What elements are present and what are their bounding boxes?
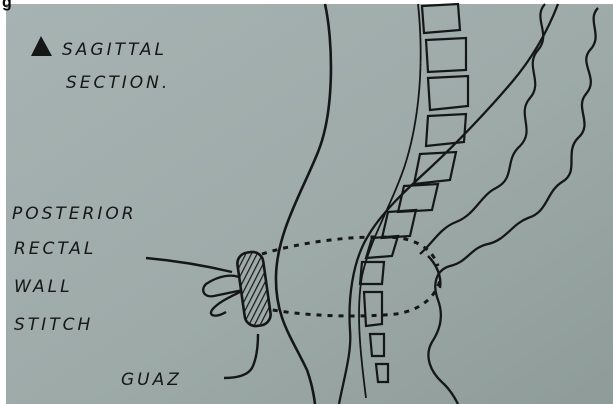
- posterior-label-line-2: RECTAL: [14, 239, 96, 259]
- title-line-1: SAGITTAL: [62, 40, 167, 60]
- figure-label: g: [2, 0, 12, 11]
- posterior-label-line-4: STITCH: [14, 315, 93, 335]
- posterior-label-line-1: POSTERIOR: [12, 204, 137, 224]
- posterior-label-line-3: WALL: [14, 277, 73, 297]
- gauze-label: GUAZ: [121, 370, 182, 390]
- title-line-2: SECTION.: [66, 73, 170, 93]
